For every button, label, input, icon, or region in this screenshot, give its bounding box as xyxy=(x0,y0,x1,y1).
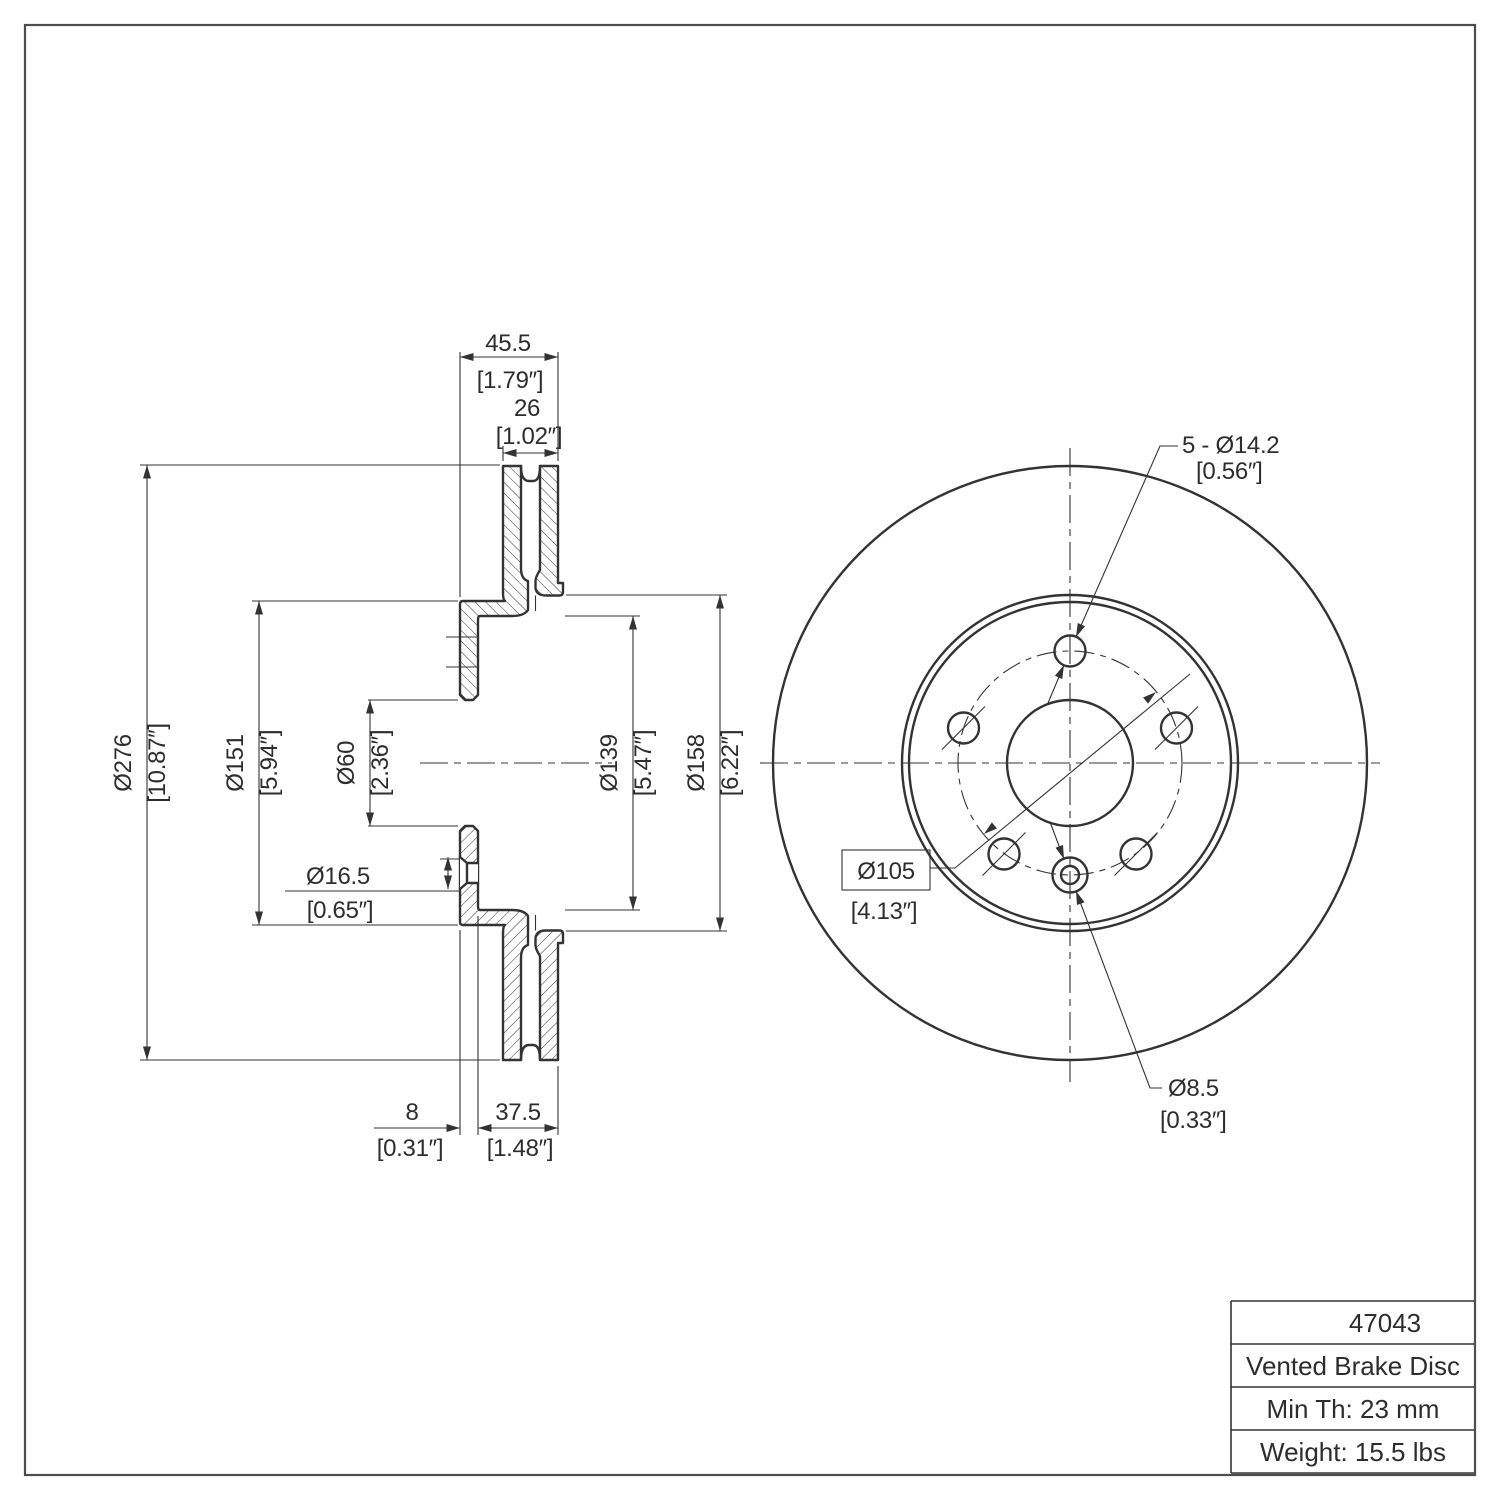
centerlines xyxy=(420,448,1380,1082)
lug-holes xyxy=(941,634,1199,876)
dim-bolt-circle: Ø105 [4.13″] xyxy=(841,673,1191,925)
part-number: 47043 xyxy=(1349,1308,1421,1338)
dim-text: [10.87″] xyxy=(144,723,171,803)
section-view xyxy=(446,464,565,1062)
lug-hole xyxy=(987,837,1021,871)
section-bottom-half xyxy=(458,824,565,1062)
lug-hole xyxy=(946,711,981,745)
hat-circle xyxy=(907,600,1233,926)
lug-hole xyxy=(1159,711,1194,745)
dim-text: [5.47″] xyxy=(630,730,657,796)
weight: Weight: 15.5 lbs xyxy=(1260,1437,1446,1467)
dimension-lines: 45.5 [1.79″] 26 [1.02″] Ø276 [10.87″] xyxy=(110,330,744,1162)
dim-text: [1.48″] xyxy=(487,1135,553,1162)
section-top-right-mass xyxy=(534,464,565,597)
dim-hat-diameter: Ø151 [5.94″] xyxy=(222,600,458,926)
dim-text: [0.31″] xyxy=(377,1135,443,1162)
front-view: 5 - Ø14.2 [0.56″] Ø105 [4.13″] Ø8.5 [0.3… xyxy=(771,432,1369,1134)
dim-text: 8 xyxy=(405,1099,418,1126)
dim-bore-diameter: Ø60 [2.36″] xyxy=(333,699,458,827)
lug-hole xyxy=(1119,837,1153,871)
dim-text: [1.02″] xyxy=(496,423,562,450)
dim-text: Ø60 xyxy=(333,741,360,785)
dim-text: [4.13″] xyxy=(851,898,917,925)
dim-text: Ø16.5 xyxy=(306,863,370,890)
bolt-circle xyxy=(957,650,1183,876)
dim-text: Ø158 xyxy=(683,734,710,792)
dim-text: 26 xyxy=(514,395,540,422)
dim-hat-depth: 8 [0.31″] 37.5 [1.48″] xyxy=(374,916,559,1162)
dim-text: [1.79″] xyxy=(477,367,543,394)
title-block: 47043 Vented Brake Disc Min Th: 23 mm We… xyxy=(1230,1300,1474,1474)
product-name: Vented Brake Disc xyxy=(1246,1351,1460,1381)
dim-text: [6.22″] xyxy=(717,730,744,796)
dim-text: Ø151 xyxy=(222,734,249,792)
gap-circle xyxy=(900,593,1240,933)
set-screw-hole xyxy=(1051,856,1089,894)
dim-text: Ø8.5 xyxy=(1168,1075,1219,1102)
flange-hole-edges xyxy=(458,855,480,891)
dim-text: [0.33″] xyxy=(1160,1107,1226,1134)
page-border xyxy=(23,23,1477,1477)
lug-hole xyxy=(1053,634,1087,668)
vent-slot-top xyxy=(519,464,542,483)
dim-text: Ø105 xyxy=(857,858,915,885)
min-thickness: Min Th: 23 mm xyxy=(1267,1394,1440,1424)
dim-text: [0.65″] xyxy=(307,897,373,924)
dim-frame xyxy=(841,849,931,891)
dim-text: [2.36″] xyxy=(367,730,394,796)
dim-gap-diameter: Ø158 [6.22″] xyxy=(566,594,744,932)
dim-text: [0.56″] xyxy=(1196,458,1262,485)
dim-flange-hole: Ø16.5 [0.65″] xyxy=(285,857,460,924)
dim-text: [5.94″] xyxy=(256,730,283,796)
dim-text: 37.5 xyxy=(495,1099,541,1126)
disc-outer-circle xyxy=(771,464,1369,1062)
dim-set-screw-hole: Ø8.5 [0.33″] xyxy=(1049,821,1227,1134)
center-bore-circle xyxy=(1005,698,1135,828)
dim-lug-holes: 5 - Ø14.2 [0.56″] xyxy=(1047,432,1280,704)
flange-hole-cut xyxy=(460,857,478,889)
dim-text: 5 - Ø14.2 xyxy=(1182,432,1279,459)
dim-outer-diameter: Ø276 [10.87″] xyxy=(110,464,500,1061)
dim-overall-width: 45.5 [1.79″] xyxy=(459,330,559,597)
dim-text: 45.5 xyxy=(485,330,531,357)
dim-text: Ø276 xyxy=(110,734,137,792)
dim-disc-thickness: 26 [1.02″] xyxy=(496,395,563,461)
section-top-left-mass xyxy=(458,464,530,702)
